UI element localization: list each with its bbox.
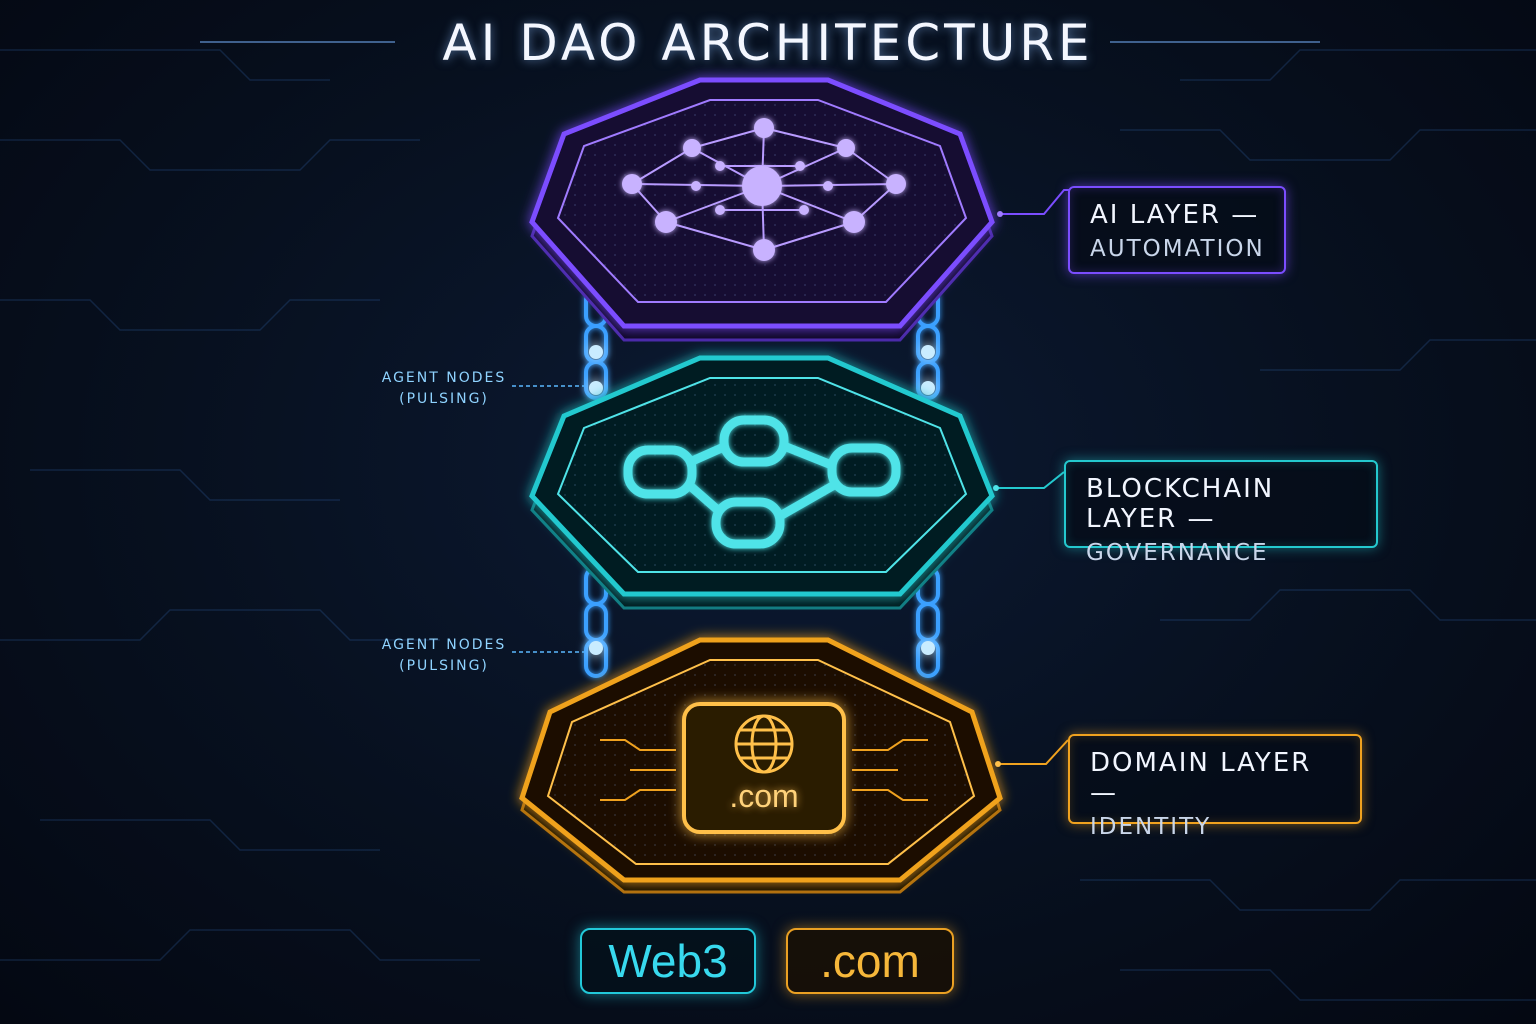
- chain-links-icon: [623, 415, 901, 549]
- globe-icon: [734, 714, 794, 774]
- agent-nodes-label-line2: (PULSING): [399, 391, 489, 407]
- blockchain-layer-title: BLOCKCHAIN LAYER —: [1086, 474, 1275, 534]
- domain-layer-callout: DOMAIN LAYER — IDENTITY: [1068, 734, 1362, 840]
- blockchain-layer-callout: BLOCKCHAIN LAYER — GOVERNANCE: [1064, 460, 1378, 566]
- neural-network-icon: [622, 118, 906, 261]
- agent-nodes-label-line2: (PULSING): [399, 658, 489, 674]
- agent-nodes-label-line1: AGENT NODES: [381, 370, 507, 386]
- domain-layer-title: DOMAIN LAYER —: [1090, 748, 1312, 808]
- domain-layer-subtitle: IDENTITY: [1090, 814, 1212, 840]
- circuit-lines-left: [600, 739, 676, 801]
- chain-links: [584, 288, 940, 678]
- agent-nodes-label-upper: AGENT NODES (PULSING): [364, 368, 524, 410]
- web3-badge: Web3: [580, 928, 756, 994]
- blockchain-layer-subtitle: GOVERNANCE: [1086, 540, 1269, 566]
- circuit-background: [0, 49, 1536, 1001]
- agent-nodes-label-line1: AGENT NODES: [381, 637, 507, 653]
- blockchain-layer-platform: [529, 355, 995, 610]
- circuit-lines-right: [852, 739, 928, 801]
- ai-layer-title: AI LAYER —: [1090, 200, 1260, 230]
- com-badge: .com: [786, 928, 954, 994]
- agent-node-leaders: [512, 385, 584, 653]
- callout-connectors: [993, 189, 1070, 767]
- domain-tile: [682, 702, 846, 834]
- domain-layer-platform: [519, 637, 1003, 894]
- agent-nodes-label-lower: AGENT NODES (PULSING): [364, 635, 524, 677]
- ai-layer-platform: [529, 77, 995, 342]
- page-title: AI DAO ARCHITECTURE: [442, 14, 1094, 72]
- ai-layer-subtitle: AUTOMATION: [1090, 236, 1265, 262]
- domain-tile-label: .com: [729, 778, 799, 814]
- ai-layer-callout: AI LAYER — AUTOMATION: [1068, 186, 1286, 274]
